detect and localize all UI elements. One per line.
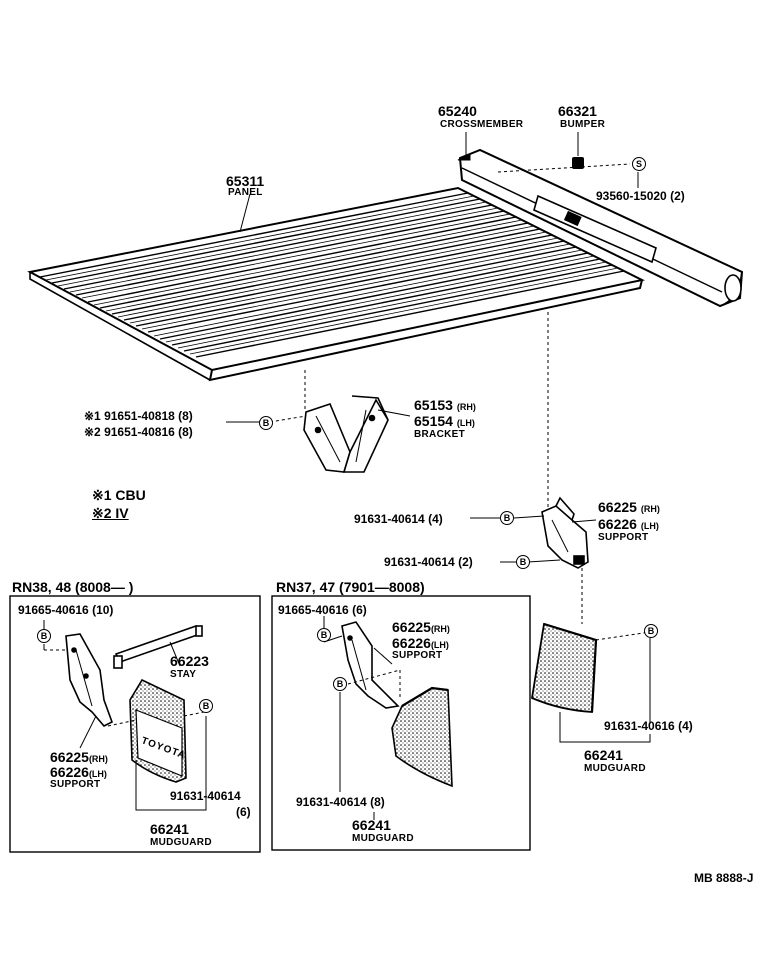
left-box-bolt-top: 91665-40616 (10) — [18, 603, 114, 617]
mudguard-drawing — [530, 622, 598, 713]
note-cbu: ※1 CBU — [92, 487, 146, 503]
assembly-guide-lines — [269, 163, 651, 641]
bracket-lh-part-number: 65154 (LH) — [414, 413, 475, 429]
bumper-part-number: 66321 — [558, 103, 597, 119]
right-mudguard-part-number: 66241 — [352, 817, 391, 833]
right-support-name: SUPPORT — [392, 650, 443, 661]
panel-name: PANEL — [228, 187, 263, 198]
right-box-bolt-mid: 91631-40614 (8) — [296, 795, 385, 809]
callout-b-bracket: B — [259, 416, 273, 430]
variant-box-right — [271, 595, 531, 851]
stay-part-number: 66223 — [170, 653, 209, 669]
mudguard-name: MUDGUARD — [584, 763, 646, 774]
right-support-rh: 66225(RH) — [392, 619, 450, 635]
bumper-drawing — [572, 157, 584, 169]
crossmember-part-number: 65240 — [438, 103, 477, 119]
right-box-drawings — [341, 621, 453, 788]
bumper-name: BUMPER — [560, 119, 606, 130]
left-support-name: SUPPORT — [50, 779, 101, 790]
left-support-lh: 66226(LH) — [50, 764, 107, 780]
note-iv: ※2 IV — [92, 505, 129, 521]
right-box-header: RN37, 47 (7901—8008) — [276, 579, 425, 595]
stay-name: STAY — [170, 669, 197, 680]
callout-b-left-top: B — [37, 629, 51, 643]
crossmember-name: CROSSMEMBER — [440, 119, 524, 130]
crossmember-drawing — [457, 148, 744, 308]
left-mudguard-part-number: 66241 — [150, 821, 189, 837]
right-box-leaders — [323, 616, 401, 820]
callout-b-support2: B — [516, 555, 530, 569]
left-support-rh: 66225(RH) — [50, 749, 108, 765]
right-box-bolt-top: 91665-40616 (6) — [278, 603, 367, 617]
left-mudguard-name: MUDGUARD — [150, 837, 212, 848]
left-box-header: RN38, 48 (8008— ) — [12, 579, 134, 595]
bolt-top-part-number: 93560-15020 (2) — [596, 189, 685, 203]
support-rh-part-number: 66225 (RH) — [598, 499, 660, 515]
right-support-lh: 66226(LH) — [392, 635, 449, 651]
support-name: SUPPORT — [598, 532, 649, 543]
callout-s-top: S — [632, 157, 646, 171]
callout-b-support1: B — [500, 511, 514, 525]
bracket-drawing — [303, 395, 389, 473]
left-box-drawings — [65, 625, 203, 783]
support-lh-part-number: 66226 (LH) — [598, 516, 659, 532]
bracket-rh-part-number: 65153 (RH) — [414, 397, 476, 413]
left-box-leaders — [43, 620, 207, 811]
support-bolt2-part-number: 91631-40614 (2) — [384, 555, 473, 569]
right-mudguard-name: MUDGUARD — [352, 833, 414, 844]
left-box-bolt-mid: 91631-40614 — [170, 789, 241, 803]
callout-b-left-mid: B — [199, 699, 213, 713]
mudguard-part-number: 66241 — [584, 747, 623, 763]
left-box-bolt-mid-qty: (6) — [236, 805, 251, 819]
callout-b-right-top: B — [317, 628, 331, 642]
figure-code: MB 8888-J — [694, 871, 754, 885]
bracket-bolt-iv: ※2 91651-40816 (8) — [84, 425, 193, 439]
mudguard-bolt-part-number: 91631-40616 (4) — [604, 719, 693, 733]
variant-box-left — [9, 595, 261, 853]
callout-b-right-mid: B — [333, 677, 347, 691]
support-drawing — [541, 496, 589, 569]
support-bolt1-part-number: 91631-40614 (4) — [354, 512, 443, 526]
callout-b-mudguard: B — [644, 624, 658, 638]
leader-lines — [226, 132, 651, 743]
bracket-bolt-cbu: ※1 91651-40818 (8) — [84, 409, 193, 423]
panel-part-number: 65311 — [226, 173, 265, 189]
panel-drawing — [27, 186, 646, 382]
bracket-name: BRACKET — [414, 429, 465, 440]
